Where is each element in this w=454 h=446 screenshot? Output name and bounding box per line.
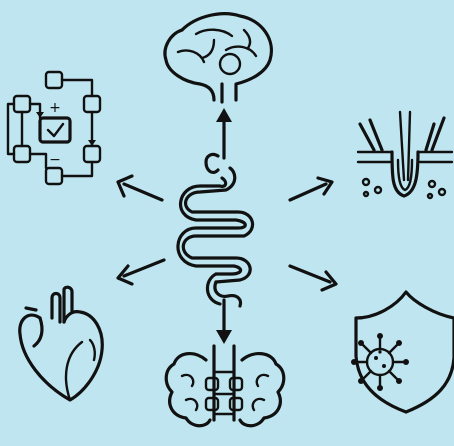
arrow-upper-right <box>290 178 332 200</box>
plus-symbol: + <box>49 100 61 116</box>
arrow-up <box>216 108 232 158</box>
shield-virus-icon <box>351 292 454 412</box>
brain-icon <box>165 14 271 102</box>
minus-symbol: − <box>49 152 61 168</box>
skin-hair-follicle-icon <box>358 112 452 198</box>
arrow-lower-right <box>290 266 336 290</box>
arrow-lower-left <box>118 260 164 284</box>
metabolism-process-icon: + − <box>8 72 100 184</box>
lungs-icon <box>166 346 284 426</box>
arrow-upper-left <box>118 176 162 200</box>
arrow-down <box>216 300 232 344</box>
heart-icon <box>20 287 103 400</box>
intestine-icon <box>178 154 253 306</box>
